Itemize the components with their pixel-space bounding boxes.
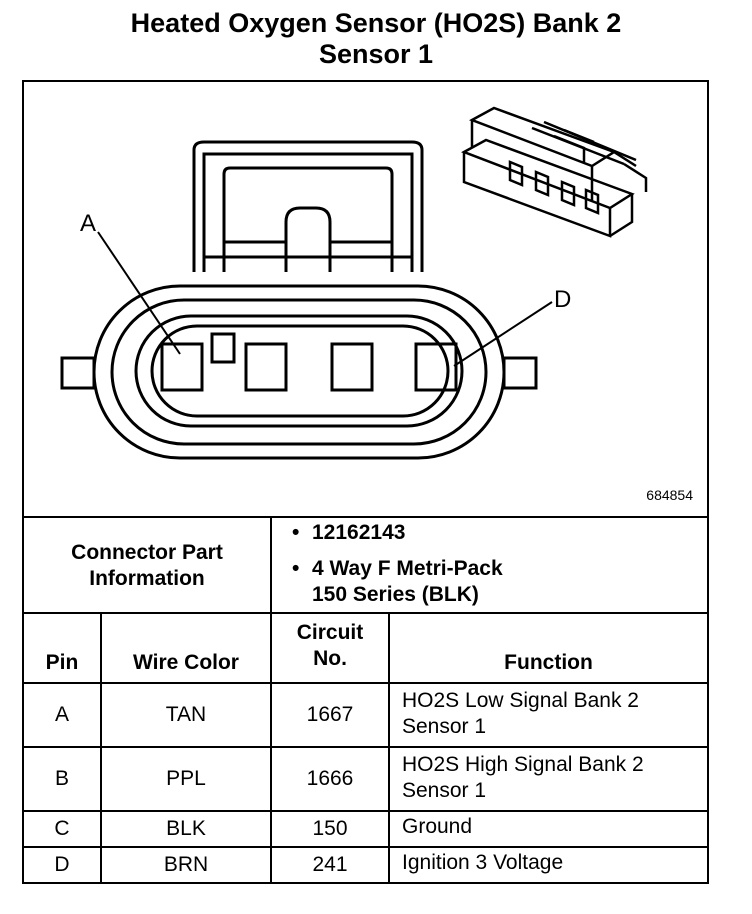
- header-circuit-line-1: Circuit: [296, 621, 364, 644]
- cavity-b: [244, 342, 288, 392]
- shell-outer: [92, 284, 506, 460]
- part-number-item: • 12162143: [292, 520, 707, 546]
- connector-frame: A D 684854 Connector Part Information • 1…: [22, 80, 709, 884]
- cavity-d: [414, 342, 458, 392]
- cell-circuit: 1666: [270, 748, 388, 810]
- cell-wire-color: PPL: [100, 748, 270, 810]
- cavity-c: [330, 342, 374, 392]
- cell-function: HO2S High Signal Bank 2 Sensor 1: [388, 748, 707, 810]
- left-ear: [60, 356, 96, 390]
- latch-housing: [192, 140, 424, 272]
- header-circuit-line-2: No.: [313, 647, 347, 670]
- polarity-key: [210, 332, 236, 364]
- leader-a: [97, 231, 181, 355]
- cell-function-line-1: HO2S Low Signal Bank 2: [402, 689, 639, 712]
- right-ear: [502, 356, 538, 390]
- connector-desc-line-1: 4 Way F Metri-Pack: [312, 557, 503, 580]
- cell-wire-color: BLK: [100, 812, 270, 846]
- cell-circuit: 150: [270, 812, 388, 846]
- table-row: C BLK 150 Ground: [24, 812, 707, 848]
- cell-pin: B: [54, 767, 69, 790]
- header-circuit: Circuit No.: [270, 614, 388, 682]
- title-line-2: Sensor 1: [318, 39, 434, 69]
- connector-info-row: Connector Part Information • 12162143 • 4 …: [24, 516, 707, 614]
- cell-wire-color: TAN: [100, 684, 270, 746]
- latch-slot: [222, 166, 394, 272]
- cell-circuit: 1667: [270, 684, 388, 746]
- connector-desc-line-2: 150 Series (BLK): [312, 583, 479, 606]
- cell-function-line-2: Sensor 1: [402, 779, 487, 802]
- figure-id: 684854: [646, 487, 693, 503]
- cell-function-line-1: HO2S High Signal Bank 2: [402, 753, 644, 776]
- cavity-a: [160, 342, 204, 392]
- shell-core: [150, 324, 450, 418]
- table-header-row: Pin Wire Color Circuit No. Function: [24, 614, 707, 684]
- cell-wire-color: BRN: [100, 848, 270, 884]
- connector-info-label: Connector Part Information: [24, 518, 270, 612]
- connector-info-label-line-1: Connector Part: [71, 541, 223, 564]
- cell-pin: D: [54, 853, 70, 876]
- connector-drawing: [60, 106, 648, 460]
- header-wire-color: Wire Color: [100, 614, 270, 682]
- connector-info-label-line-2: Information: [89, 567, 205, 590]
- cell-pin: C: [54, 817, 70, 840]
- table-row: D BRN 241 Ignition 3 Voltage: [24, 848, 707, 884]
- cell-circuit: 241: [270, 848, 388, 884]
- page-title: Heated Oxygen Sensor (HO2S) Bank 2 Senso…: [0, 8, 752, 70]
- connector-desc-item: • 4 Way F Metri-Pack: [292, 556, 707, 582]
- cell-function: Ignition 3 Voltage: [388, 848, 707, 884]
- header-function: Function: [388, 614, 707, 682]
- leader-d: [453, 301, 553, 367]
- cell-function: HO2S Low Signal Bank 2 Sensor 1: [388, 684, 707, 746]
- cell-function: Ground: [388, 812, 707, 846]
- header-pin: Pin: [45, 651, 79, 674]
- connector-iso-view: [461, 106, 648, 238]
- cell-function-line-2: Sensor 1: [402, 715, 487, 738]
- callout-pin-d: D: [554, 286, 572, 313]
- title-line-1: Heated Oxygen Sensor (HO2S) Bank 2: [130, 8, 622, 38]
- callout-pin-a: A: [80, 210, 97, 237]
- latch-housing-inner: [202, 152, 414, 272]
- connector-figure: A D 684854: [24, 82, 707, 516]
- cell-pin: A: [54, 703, 69, 726]
- table-row: B PPL 1666 HO2S High Signal Bank 2 Senso…: [24, 748, 707, 812]
- latch-center-post: [284, 206, 332, 272]
- bullet: •: [292, 521, 300, 544]
- bullet: •: [292, 557, 300, 580]
- shell-mid: [110, 298, 488, 446]
- connector-info-values: • 12162143 • 4 Way F Metri-Pack 150 Series…: [270, 518, 707, 612]
- table-row: A TAN 1667 HO2S Low Signal Bank 2 Sensor…: [24, 684, 707, 748]
- part-number: 12162143: [312, 521, 406, 544]
- shell-inner: [134, 314, 464, 428]
